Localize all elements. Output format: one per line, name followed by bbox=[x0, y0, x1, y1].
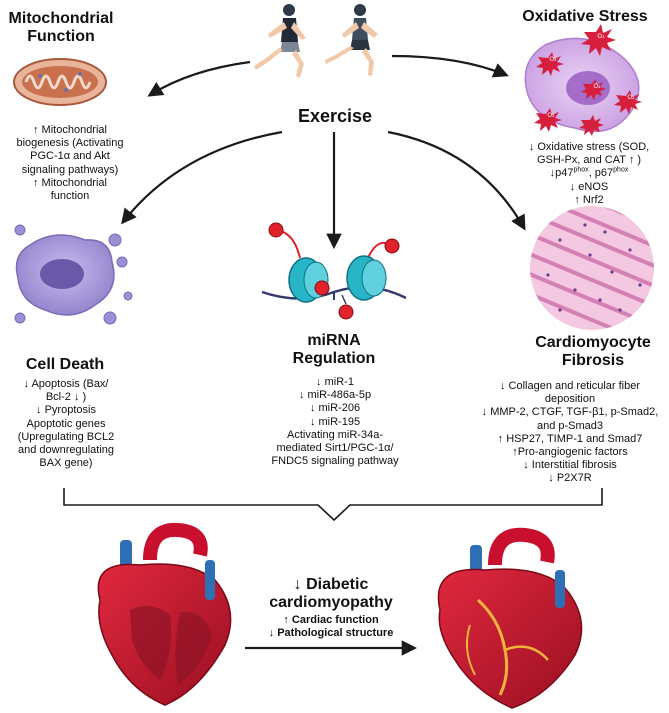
text-line: ↓ MMP-2, CTGF, TGF-β1, p-Smad2, bbox=[481, 406, 659, 419]
text-line: ↓ Pathological structure bbox=[268, 626, 394, 639]
mitochondrion-icon bbox=[13, 58, 107, 106]
o2-radical-label: O₂ bbox=[597, 33, 605, 40]
fibrosis-title: Cardiomyocyte Fibrosis bbox=[520, 334, 666, 371]
text-line: biogenesis (Activating bbox=[16, 137, 124, 150]
phox-superscript: phox bbox=[613, 166, 629, 174]
text-line: deposition bbox=[544, 393, 596, 406]
oxidative-stress-cell-icon bbox=[524, 24, 642, 136]
text-line: ↓ miR-195 bbox=[309, 415, 361, 428]
text-line: Apoptotic genes bbox=[26, 417, 106, 430]
text-line: ↓ Interstitial fibrosis bbox=[523, 459, 617, 472]
text-line: ↓ Collagen and reticular fiber bbox=[499, 380, 641, 392]
text-line: ↑ Cardiac function bbox=[283, 614, 379, 626]
outcome-text: ↑ Cardiac function ↓ Pathological struct… bbox=[252, 614, 410, 640]
text-line: mediated Sirt1/PGC-1α/ bbox=[276, 441, 394, 454]
text-line: ↓ miR-206 bbox=[309, 402, 361, 415]
title-line: ↓ Diabetic bbox=[293, 576, 369, 593]
text-line: ↓ miR-486a-5p bbox=[298, 389, 372, 402]
arrow-to-oxidative-stress bbox=[391, 54, 509, 78]
o2-radical-label: O₂ bbox=[627, 94, 635, 101]
text-line: (Upregulating BCL2 bbox=[17, 430, 115, 443]
title-line: cardiomyopathy bbox=[269, 594, 393, 612]
oxidative-stress-text: ↓ Oxidative stress (SOD, GSH-Px, and CAT… bbox=[514, 141, 664, 207]
arrow-to-fibrosis bbox=[387, 130, 526, 231]
text-line: ↓ P2X7R bbox=[548, 472, 592, 485]
text-line: ↓ Apoptosis (Bax/ bbox=[23, 378, 109, 390]
text-line: and p-Smad3 bbox=[536, 419, 604, 432]
text-line: ↑Pro-angiogenic factors bbox=[512, 445, 628, 458]
oxidative-stress-title: Oxidative Stress bbox=[522, 8, 648, 25]
text-line: ↓ miR-1 bbox=[316, 376, 354, 388]
exercise-label: Exercise bbox=[297, 106, 373, 126]
outcome-title: ↓ Diabetic cardiomyopathy bbox=[256, 576, 406, 613]
p67-label: , p67 bbox=[588, 167, 614, 180]
o2-radical-label: O₂ bbox=[547, 112, 555, 119]
cell-death-title: Cell Death bbox=[25, 356, 105, 373]
phox-superscript: phox bbox=[573, 166, 589, 174]
text-line: and downregulating bbox=[17, 443, 115, 456]
text-line: PGC-1α and Akt bbox=[30, 150, 110, 163]
title-line: Fibrosis bbox=[561, 352, 625, 370]
o2-radical-label: O₂ bbox=[593, 83, 601, 90]
runners-icon bbox=[254, 4, 378, 78]
text-line: ↑ Nrf2 bbox=[574, 193, 604, 206]
cell-death-text: ↓ Apoptosis (Bax/ Bcl-2 ↓ ) ↓ Pyroptosis… bbox=[4, 378, 128, 470]
title-line: Function bbox=[27, 28, 95, 46]
text-line: ↑ HSP27, TIMP-1 and Smad7 bbox=[497, 432, 643, 445]
text-line: GSH-Px, and CAT ↑ ) bbox=[536, 154, 642, 167]
text-line: ↓ Oxidative stress (SOD, bbox=[528, 141, 650, 153]
title-line: miRNA bbox=[307, 332, 361, 349]
text-line: ↓ Pyroptosis bbox=[36, 404, 96, 417]
apoptotic-cell-icon bbox=[14, 224, 133, 325]
mitochondrial-function-text: ↑ Mitochondrial biogenesis (Activating P… bbox=[2, 124, 138, 203]
arrows bbox=[121, 54, 526, 656]
diabetic-heart-icon bbox=[97, 522, 232, 706]
text-line: ↓ eNOS bbox=[569, 180, 609, 193]
text-line: ↑ Mitochondrial bbox=[33, 176, 107, 189]
arrow-to-cell-death bbox=[121, 130, 283, 225]
mitochondrial-function-title: Mitochondrial Function bbox=[0, 10, 122, 47]
title-line: Cardiomyocyte bbox=[535, 334, 651, 351]
fibrosis-text: ↓ Collagen and reticular fiber depositio… bbox=[474, 380, 666, 486]
title-line: Mitochondrial bbox=[8, 10, 114, 27]
text-line: ↑ Mitochondrial bbox=[33, 124, 107, 136]
mirna-regulation-title: miRNA Regulation bbox=[274, 332, 394, 369]
text-line: Bcl-2 ↓ ) bbox=[45, 391, 87, 404]
title-line: Regulation bbox=[292, 350, 376, 368]
text-line: FNDC5 signaling pathway bbox=[271, 455, 399, 468]
text-line: signaling pathways) bbox=[21, 163, 119, 176]
o2-radical-label: O₂ bbox=[549, 56, 557, 63]
p47-p67-line: ↓p47phox, p67phox bbox=[514, 167, 664, 180]
merge-bracket bbox=[63, 488, 603, 522]
arrow-to-mitochondria bbox=[147, 60, 251, 97]
mirna-dna-icon bbox=[261, 222, 407, 320]
text-line: BAX gene) bbox=[39, 457, 93, 470]
healthy-heart-icon bbox=[437, 527, 583, 709]
text-line: Activating miR-34a- bbox=[287, 428, 383, 441]
mirna-regulation-text: ↓ miR-1 ↓ miR-486a-5p ↓ miR-206 ↓ miR-19… bbox=[252, 376, 418, 468]
p47-label: ↓p47 bbox=[549, 167, 574, 180]
text-line: function bbox=[50, 189, 90, 202]
